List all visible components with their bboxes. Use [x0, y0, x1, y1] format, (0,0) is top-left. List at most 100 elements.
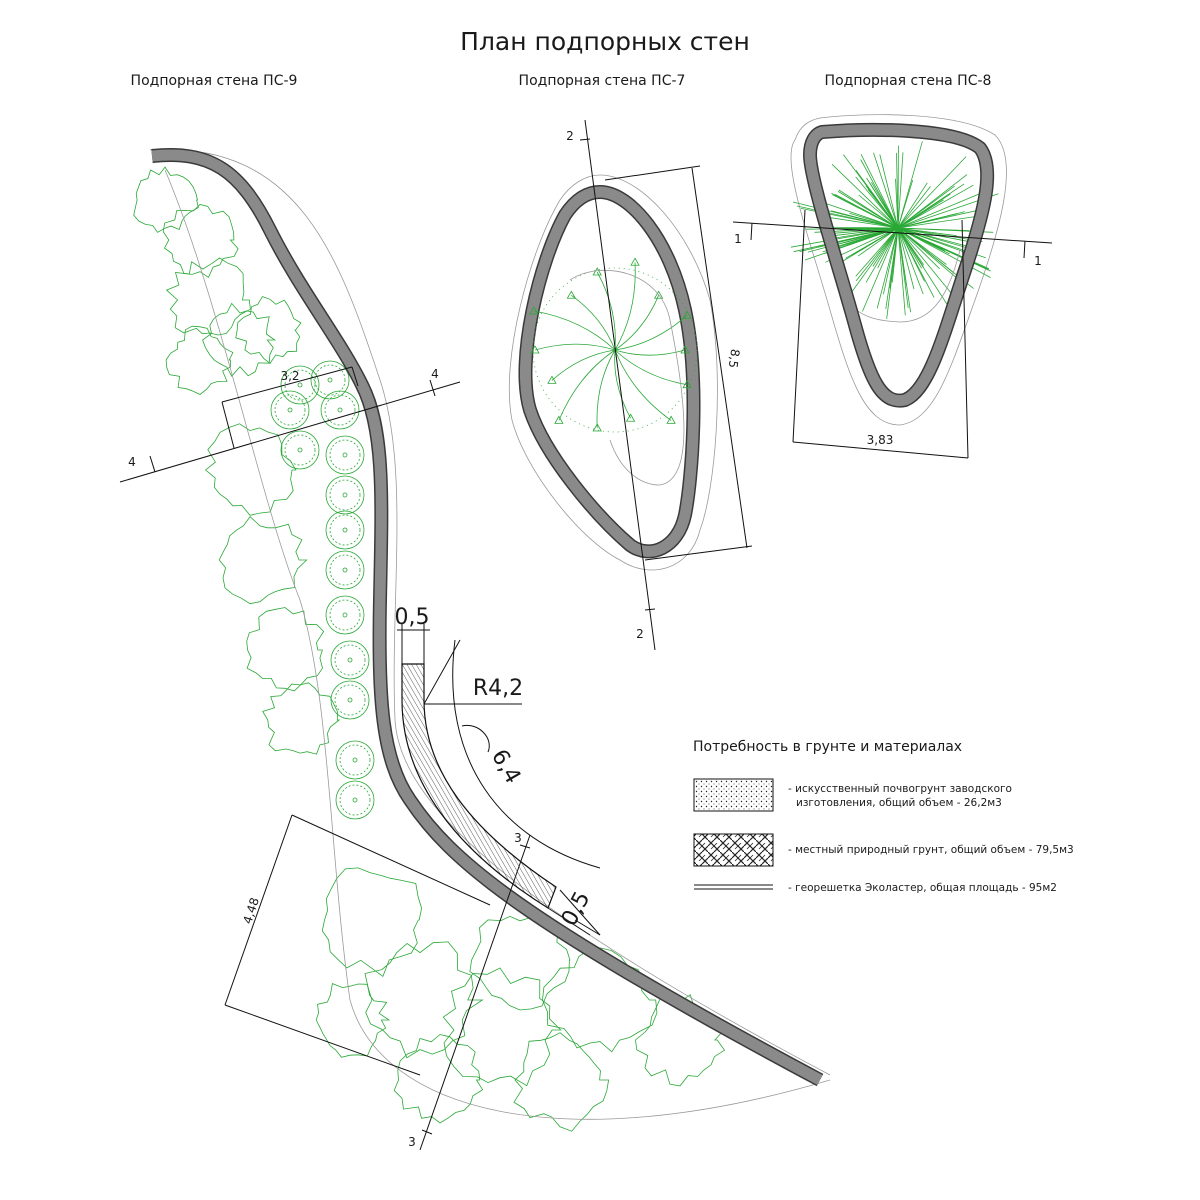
leaf-symbol — [682, 379, 692, 389]
grass-blade — [873, 152, 899, 229]
tree-symbol-inner — [339, 784, 371, 816]
tree-symbol-inner — [329, 439, 361, 471]
section-4-left: 4 — [128, 455, 136, 469]
shrub-outline — [162, 204, 239, 278]
grass-blade — [855, 227, 899, 277]
tree-symbol — [335, 740, 375, 780]
tree-center — [352, 797, 358, 803]
tree-symbol — [280, 430, 320, 470]
grass-blade — [897, 182, 928, 229]
ps7-label: Подпорная стена ПС-7 — [519, 73, 686, 89]
tree-symbol-inner — [339, 744, 371, 776]
tree-symbol-inner — [324, 394, 356, 426]
tree-symbol — [320, 390, 360, 430]
tree-branch — [614, 349, 688, 386]
grass-blade — [897, 227, 991, 278]
tree-symbol-inner — [284, 434, 316, 466]
tree-branch — [614, 315, 688, 351]
grass-blade — [849, 212, 899, 229]
leaf-symbol — [529, 306, 539, 315]
tree-symbol-inner — [284, 369, 316, 401]
leaf-symbol — [666, 415, 676, 424]
leaf-symbol — [592, 423, 602, 432]
shrub-outline — [133, 166, 199, 233]
grass-blade — [823, 227, 899, 238]
shrub-outline — [246, 607, 325, 692]
grass-blade — [865, 185, 899, 229]
ps8-ornamental-grass — [790, 141, 999, 319]
ps9-boundary — [149, 149, 831, 1076]
tree-crown — [532, 267, 698, 433]
tree-symbol — [335, 780, 375, 820]
legend-title: Потребность в грунте и материалах — [693, 739, 962, 755]
tree-branch — [614, 262, 636, 351]
shrub-outline — [218, 515, 308, 605]
shrub-outline — [321, 867, 423, 978]
shrub-outline — [165, 325, 234, 395]
leaf-symbol — [682, 310, 692, 319]
legend-item-2-line1: - местный природный грунт, общий объем -… — [788, 844, 1074, 856]
ps7-wall-fill — [519, 186, 699, 557]
tree-symbol-inner — [314, 364, 346, 396]
grass-blade — [847, 227, 899, 246]
shrub-outline — [204, 423, 297, 516]
tree-symbol — [330, 640, 370, 680]
grass-blade — [897, 189, 990, 229]
tree-center — [342, 567, 348, 573]
grass-blade — [897, 174, 968, 229]
ps8-boundary — [790, 114, 1007, 426]
tree-symbol — [325, 595, 365, 635]
grass-blade — [897, 210, 977, 229]
grass-blade — [862, 227, 899, 312]
shrub-outline — [513, 1032, 610, 1132]
shrub-outline — [442, 967, 562, 1087]
section-1-right: 1 — [1034, 254, 1042, 268]
shrub-outline — [202, 302, 277, 377]
ps7-tree — [529, 257, 698, 433]
grass-blade — [865, 227, 899, 283]
grass-blade — [897, 227, 906, 316]
tree-symbol-inner — [329, 479, 361, 511]
grass-blade — [871, 181, 899, 229]
shrub-outline — [235, 296, 302, 364]
ps9-label: Подпорная стена ПС-9 — [131, 73, 298, 89]
section-2-top: 2 — [566, 129, 574, 143]
ps8-label: Подпорная стена ПС-8 — [825, 73, 992, 89]
section-3-bottom: 3 — [408, 1135, 416, 1149]
tree-symbol-inner — [329, 554, 361, 586]
tree-branch — [596, 271, 616, 351]
grass-blade — [831, 164, 899, 229]
section-line-3 — [419, 834, 531, 1151]
ps8-wall-fill — [804, 124, 993, 407]
grass-blade — [845, 227, 899, 259]
grass-blade — [792, 201, 899, 229]
grass-blade — [883, 227, 899, 295]
grass-blade — [897, 227, 967, 248]
grass-blade — [879, 154, 899, 229]
tree-center — [342, 527, 348, 533]
page-title: План подпорных стен — [460, 27, 750, 56]
grass-blade — [897, 152, 904, 229]
dim-line-ps8-width — [792, 441, 969, 459]
shrub-outline — [165, 257, 251, 336]
legend-item-1-line1: - искусственный почвогрунт заводского — [788, 783, 1012, 795]
ps8-wall-group: 1 1 3,83 — [732, 114, 1053, 459]
grass-blade — [855, 176, 899, 229]
tree-symbol-inner — [329, 599, 361, 631]
tree-center — [287, 407, 293, 413]
tree-branch — [596, 349, 616, 429]
grass-blade — [860, 154, 899, 229]
dim-detail-width-top: 0,5 — [395, 605, 430, 630]
tree-branch — [551, 349, 616, 381]
grass-blade — [889, 227, 899, 289]
grass-blade — [897, 156, 967, 229]
grass-blade — [877, 227, 899, 269]
tree-branch — [571, 294, 616, 351]
tree-center — [352, 757, 358, 763]
tree-symbol — [325, 435, 365, 475]
tree-center — [342, 452, 348, 458]
leaf-symbol — [547, 375, 557, 384]
grass-blade — [897, 227, 909, 308]
grass-blade — [821, 226, 899, 229]
